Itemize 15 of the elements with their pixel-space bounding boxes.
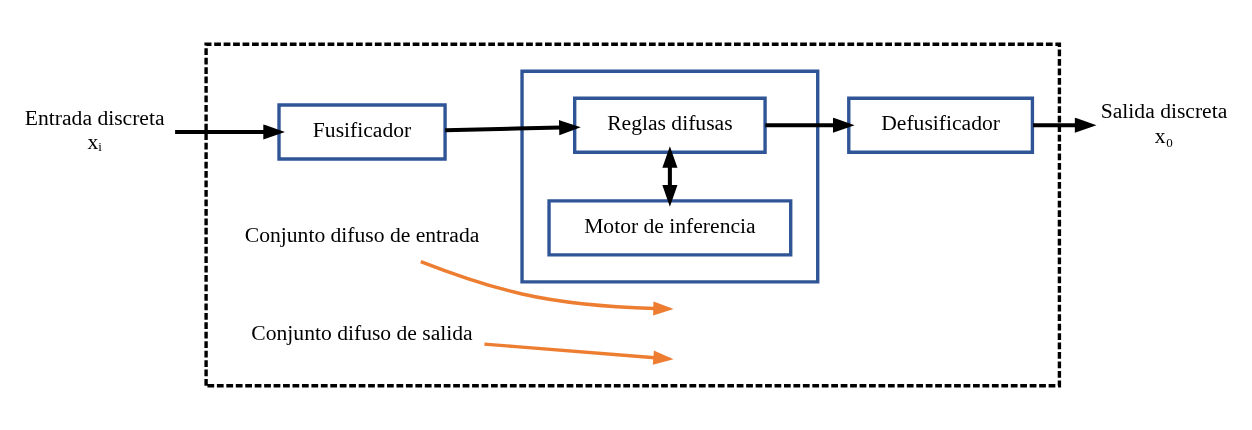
node-box: Fusificador bbox=[277, 103, 447, 161]
node-box: Defusificador bbox=[847, 96, 1035, 154]
arrow bbox=[1033, 117, 1097, 133]
node-text: Conjunto difuso de entrada bbox=[244, 223, 480, 248]
arrow bbox=[765, 117, 855, 133]
arrow bbox=[175, 124, 285, 140]
node-box: Motor de inferencia bbox=[547, 199, 793, 257]
cluster bbox=[520, 69, 820, 284]
arrow bbox=[445, 120, 581, 136]
node-box: Reglas difusas bbox=[573, 96, 767, 154]
arrow bbox=[662, 146, 678, 207]
cluster bbox=[204, 42, 1062, 388]
node-text: Entrada discreta xᵢ bbox=[24, 105, 165, 155]
node-text: Salida discreta x₀ bbox=[1100, 99, 1228, 148]
node-text: Conjunto difuso de salida bbox=[251, 320, 473, 345]
